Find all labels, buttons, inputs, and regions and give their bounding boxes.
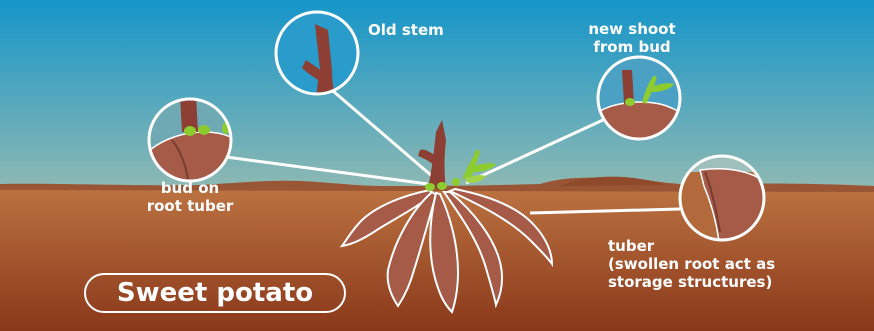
label-new-shoot: new shoot from bud (566, 20, 698, 56)
title-badge: Sweet potato (84, 273, 346, 313)
label-old-stem: Old stem (368, 21, 444, 39)
label-tuber-line3: storage structures) (608, 273, 775, 291)
label-new-shoot-line2: from bud (566, 38, 698, 56)
label-tuber-line2: (swollen root act as (608, 255, 775, 273)
label-bud-on-root-tuber: bud on root tuber (126, 179, 254, 215)
label-bud-line1: bud on (126, 179, 254, 197)
label-new-shoot-line1: new shoot (566, 20, 698, 38)
label-tuber: tuber (swollen root act as storage struc… (608, 237, 775, 291)
label-bud-line2: root tuber (126, 197, 254, 215)
diagram-title: Sweet potato (117, 278, 313, 308)
label-tuber-line1: tuber (608, 237, 775, 255)
